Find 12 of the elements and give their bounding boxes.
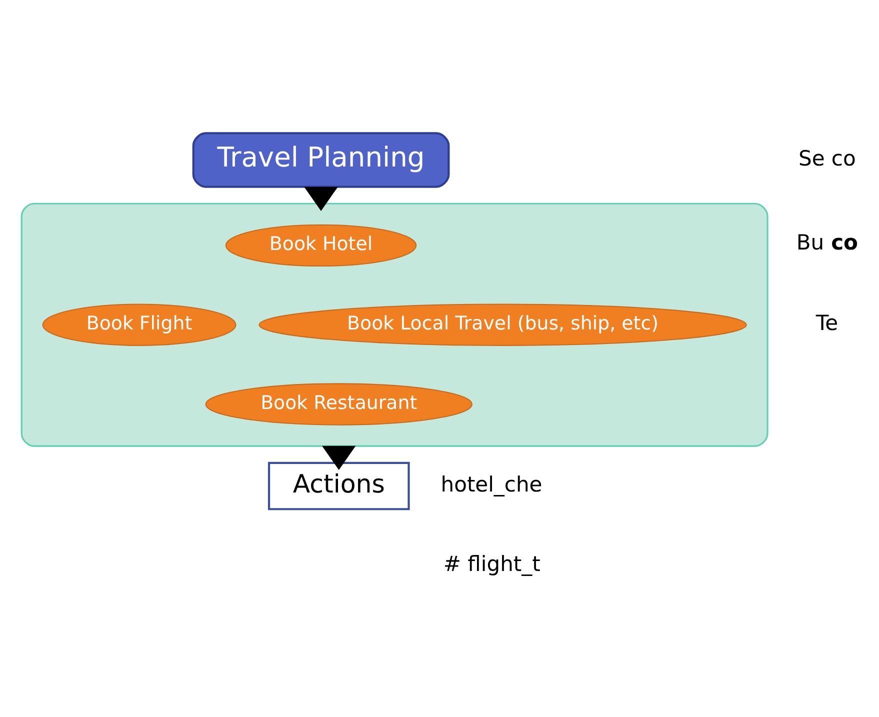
node-ellipse: Book Local Travel (bus, ship, etc) — [258, 303, 746, 346]
label: Se co — [798, 144, 856, 170]
node-ellipse: Book Hotel — [224, 224, 416, 266]
node-ellipse: Book Flight — [42, 303, 236, 346]
label: hotel_che — [440, 470, 542, 496]
cluster — [20, 202, 768, 446]
node-box: Travel Planning — [192, 132, 450, 188]
label: Te — [815, 310, 838, 335]
node-ellipse: Book Restaurant — [204, 382, 472, 425]
label: # flight_t — [442, 550, 540, 576]
label: Bu co — [796, 229, 858, 254]
node-box: Actions — [267, 461, 410, 510]
